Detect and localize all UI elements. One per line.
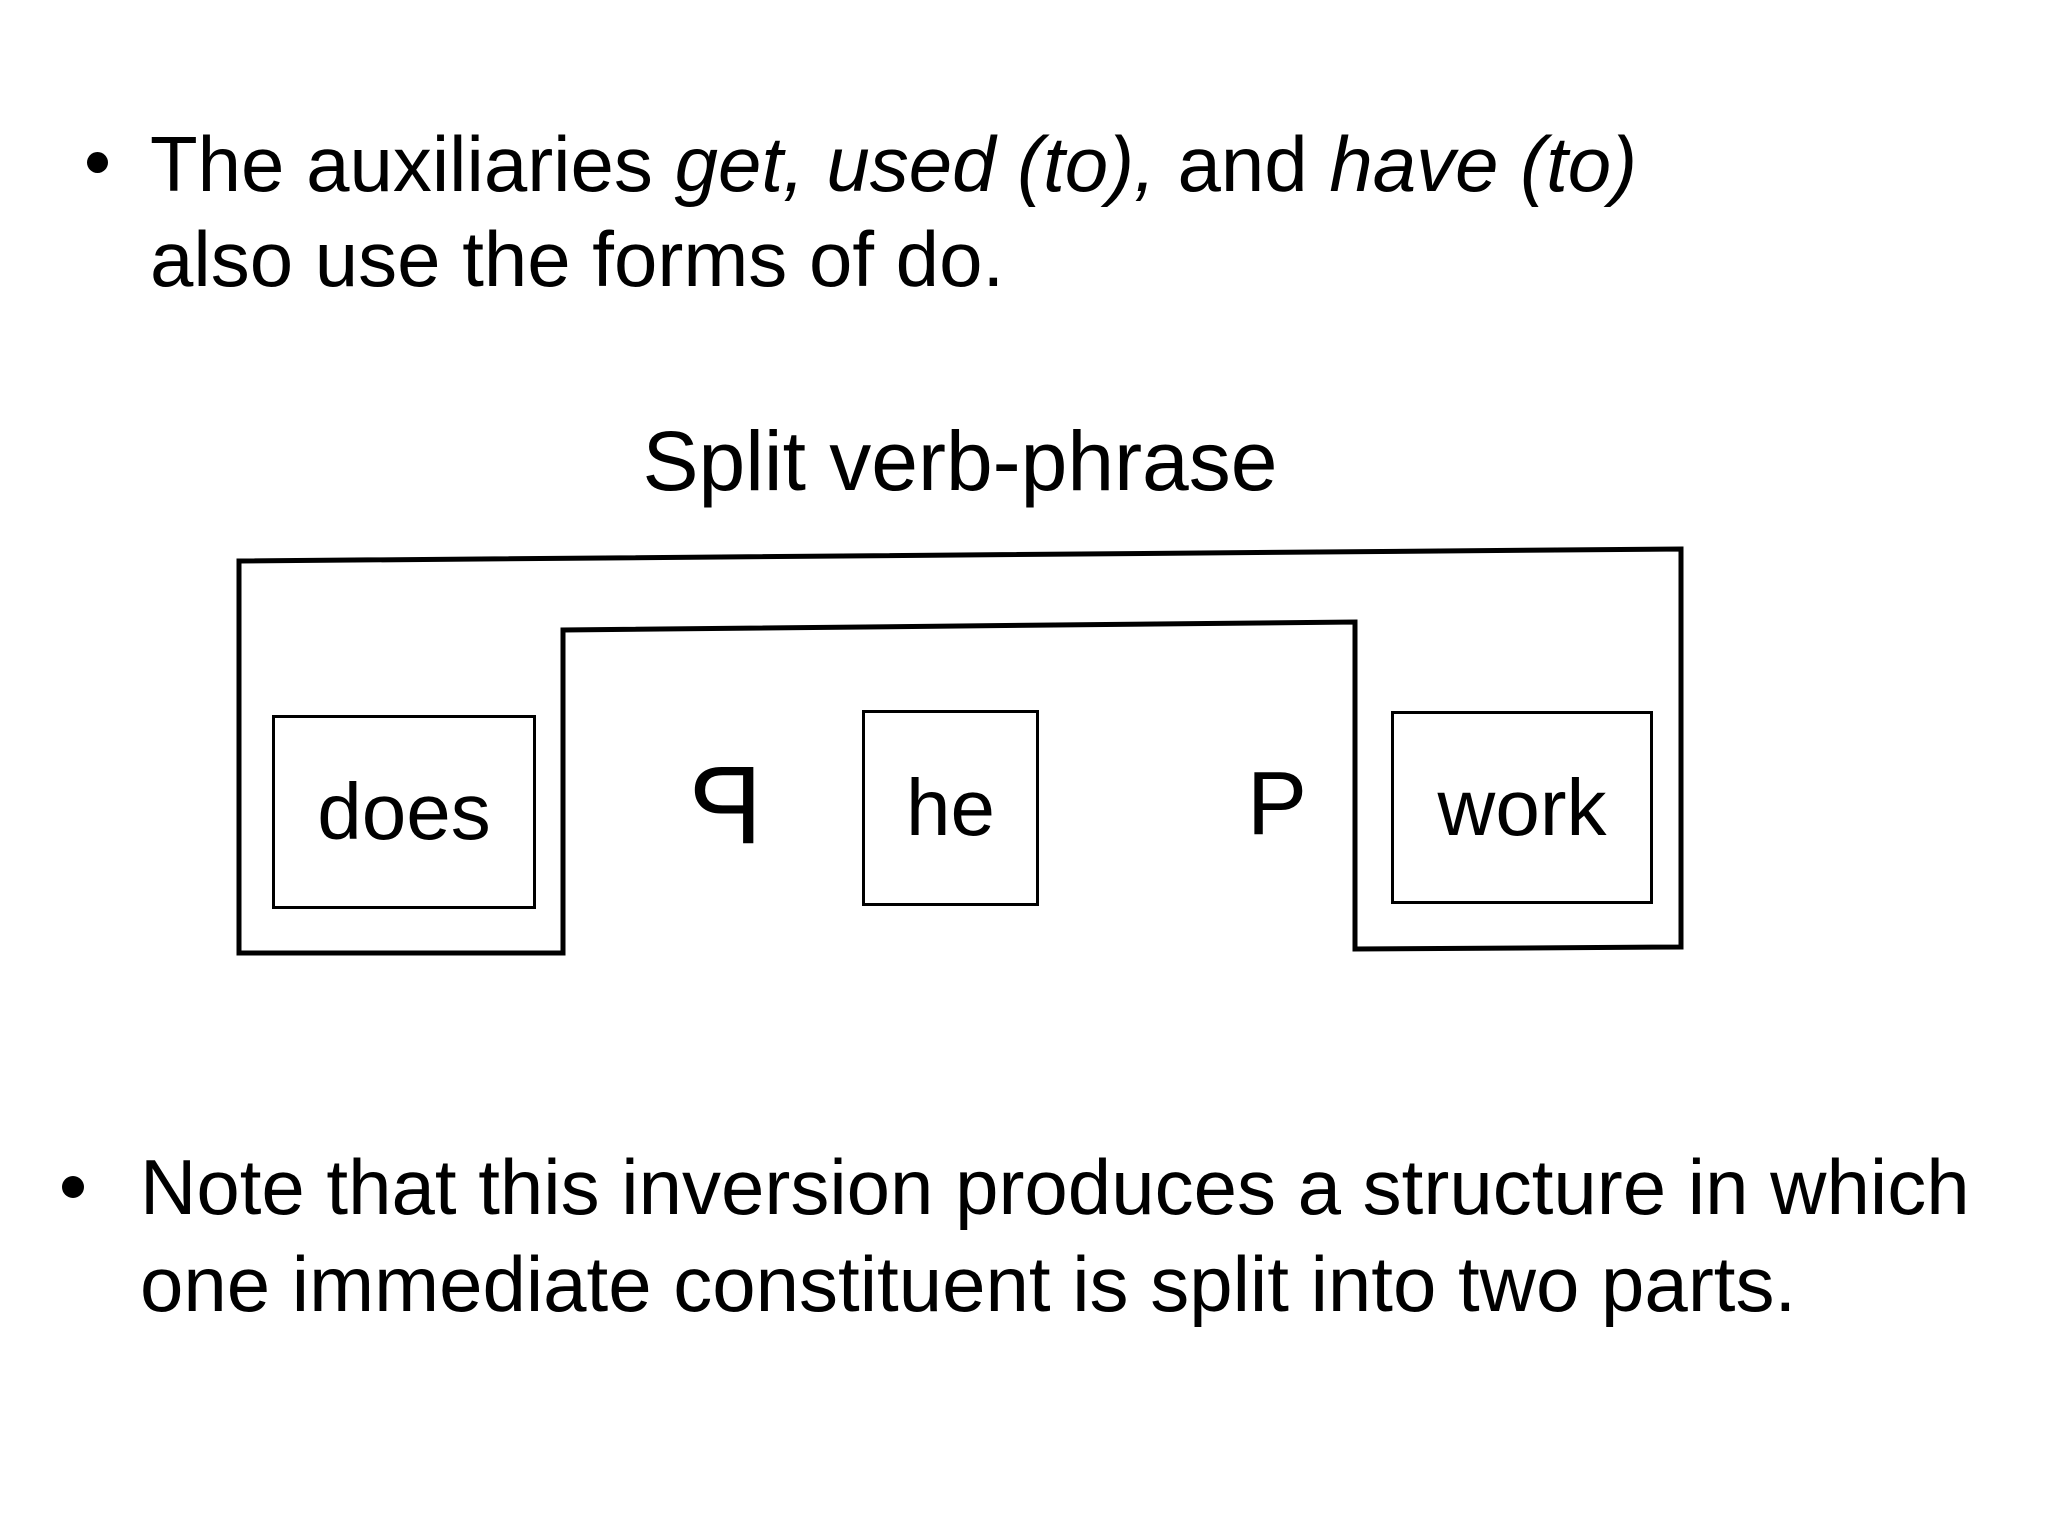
reversed-p-marker: P bbox=[689, 744, 763, 867]
bullet-icon bbox=[87, 152, 108, 173]
text-segment-italic: have (to) bbox=[1329, 120, 1638, 208]
text-segment: The auxiliaries bbox=[150, 120, 675, 208]
word-label: does bbox=[317, 767, 491, 856]
diagram-title: Split verb-phrase bbox=[642, 414, 1278, 508]
split-constituent-bracket bbox=[236, 546, 1684, 956]
bullet-line: one immediate constituent is split into … bbox=[140, 1240, 1797, 1328]
bullet-line: The auxiliaries get, used (to), and have… bbox=[150, 117, 1637, 212]
text-segment: and bbox=[1155, 120, 1330, 208]
word-label: he bbox=[906, 763, 995, 852]
word-box-does: does bbox=[272, 715, 536, 909]
bullet-line: also use the forms of do. bbox=[150, 215, 1005, 303]
word-box-he: he bbox=[862, 710, 1039, 906]
bullet-icon bbox=[62, 1176, 84, 1198]
bullet-item-auxiliaries: The auxiliaries get, used (to), and have… bbox=[150, 117, 1637, 307]
text-segment-italic: get, used (to), bbox=[674, 120, 1156, 208]
word-box-work: work bbox=[1391, 711, 1653, 904]
bullet-line: Note that this inversion produces a stru… bbox=[140, 1143, 1970, 1231]
bullet-item-note: Note that this inversion produces a stru… bbox=[140, 1139, 1970, 1333]
p-marker: P bbox=[1247, 754, 1308, 854]
word-label: work bbox=[1437, 762, 1607, 852]
